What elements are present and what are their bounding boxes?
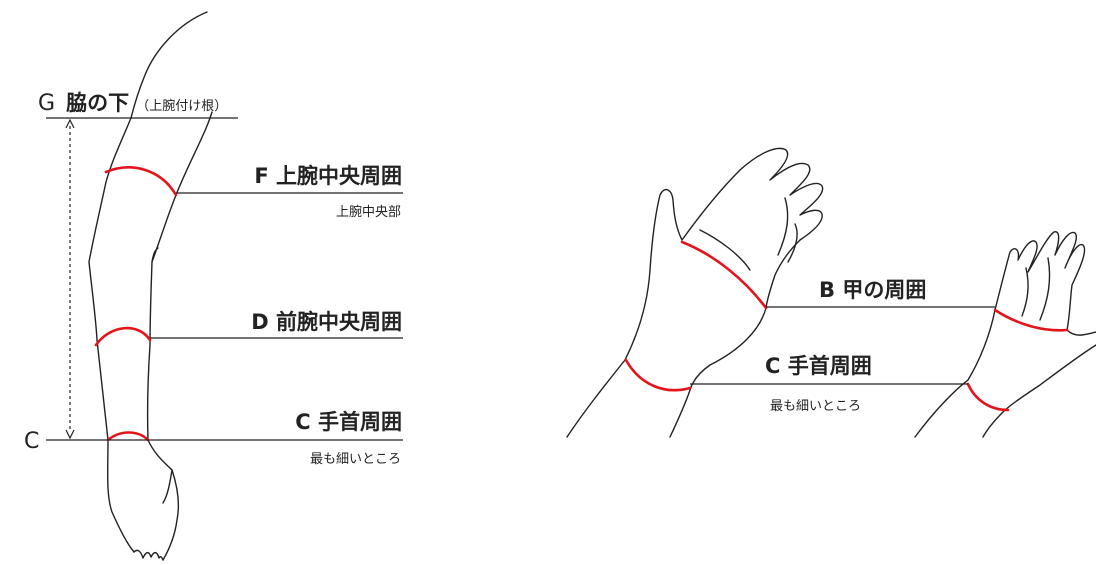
shoulder-outline [130,11,208,119]
measure-d-forearm [94,326,152,347]
label-d: D 前腕中央周囲 [251,310,402,334]
hands-figure: B 甲の周囲 C 手首周囲 最も細いところ [566,147,1096,438]
note-c-arm: 最も細いところ [310,452,401,467]
length-arrow-top [65,118,75,129]
back-hand-fingers [1021,257,1051,321]
hand-thumb [162,469,173,504]
label-f: F 上腕中央周囲 [254,164,402,188]
arm-inner-edge [146,111,213,561]
note-c-hands: 最も細いところ [770,399,861,414]
note-f: 上腕中央部 [336,204,401,220]
measure-c-left-wrist [624,358,692,392]
label-c-arm: C 手首周囲 [295,410,402,434]
palm-hand-outline [566,147,824,438]
hand-fingers [133,549,164,561]
label-g: G 脇の下 （上腕付け根） [38,91,227,116]
arm-outer-edge [88,117,135,553]
measure-c-wrist [106,431,150,442]
measure-b-back [993,308,1069,332]
label-c-hands: C 手首周囲 [765,354,872,378]
arm-figure: G 脇の下 （上腕付け根） F 上腕中央周囲 上腕中央部 D 前腕中央周囲 C … [24,11,403,561]
measure-f-upper-arm [104,166,178,197]
palm-crease [699,197,798,271]
measure-b-palm [680,240,768,310]
back-hand-outline [914,231,1096,438]
measure-c-right-wrist [966,382,1010,412]
elbow-line [151,247,159,263]
label-c-letter: C [24,429,39,454]
label-b: B 甲の周囲 [819,278,926,302]
length-arrow-bottom [65,429,75,440]
